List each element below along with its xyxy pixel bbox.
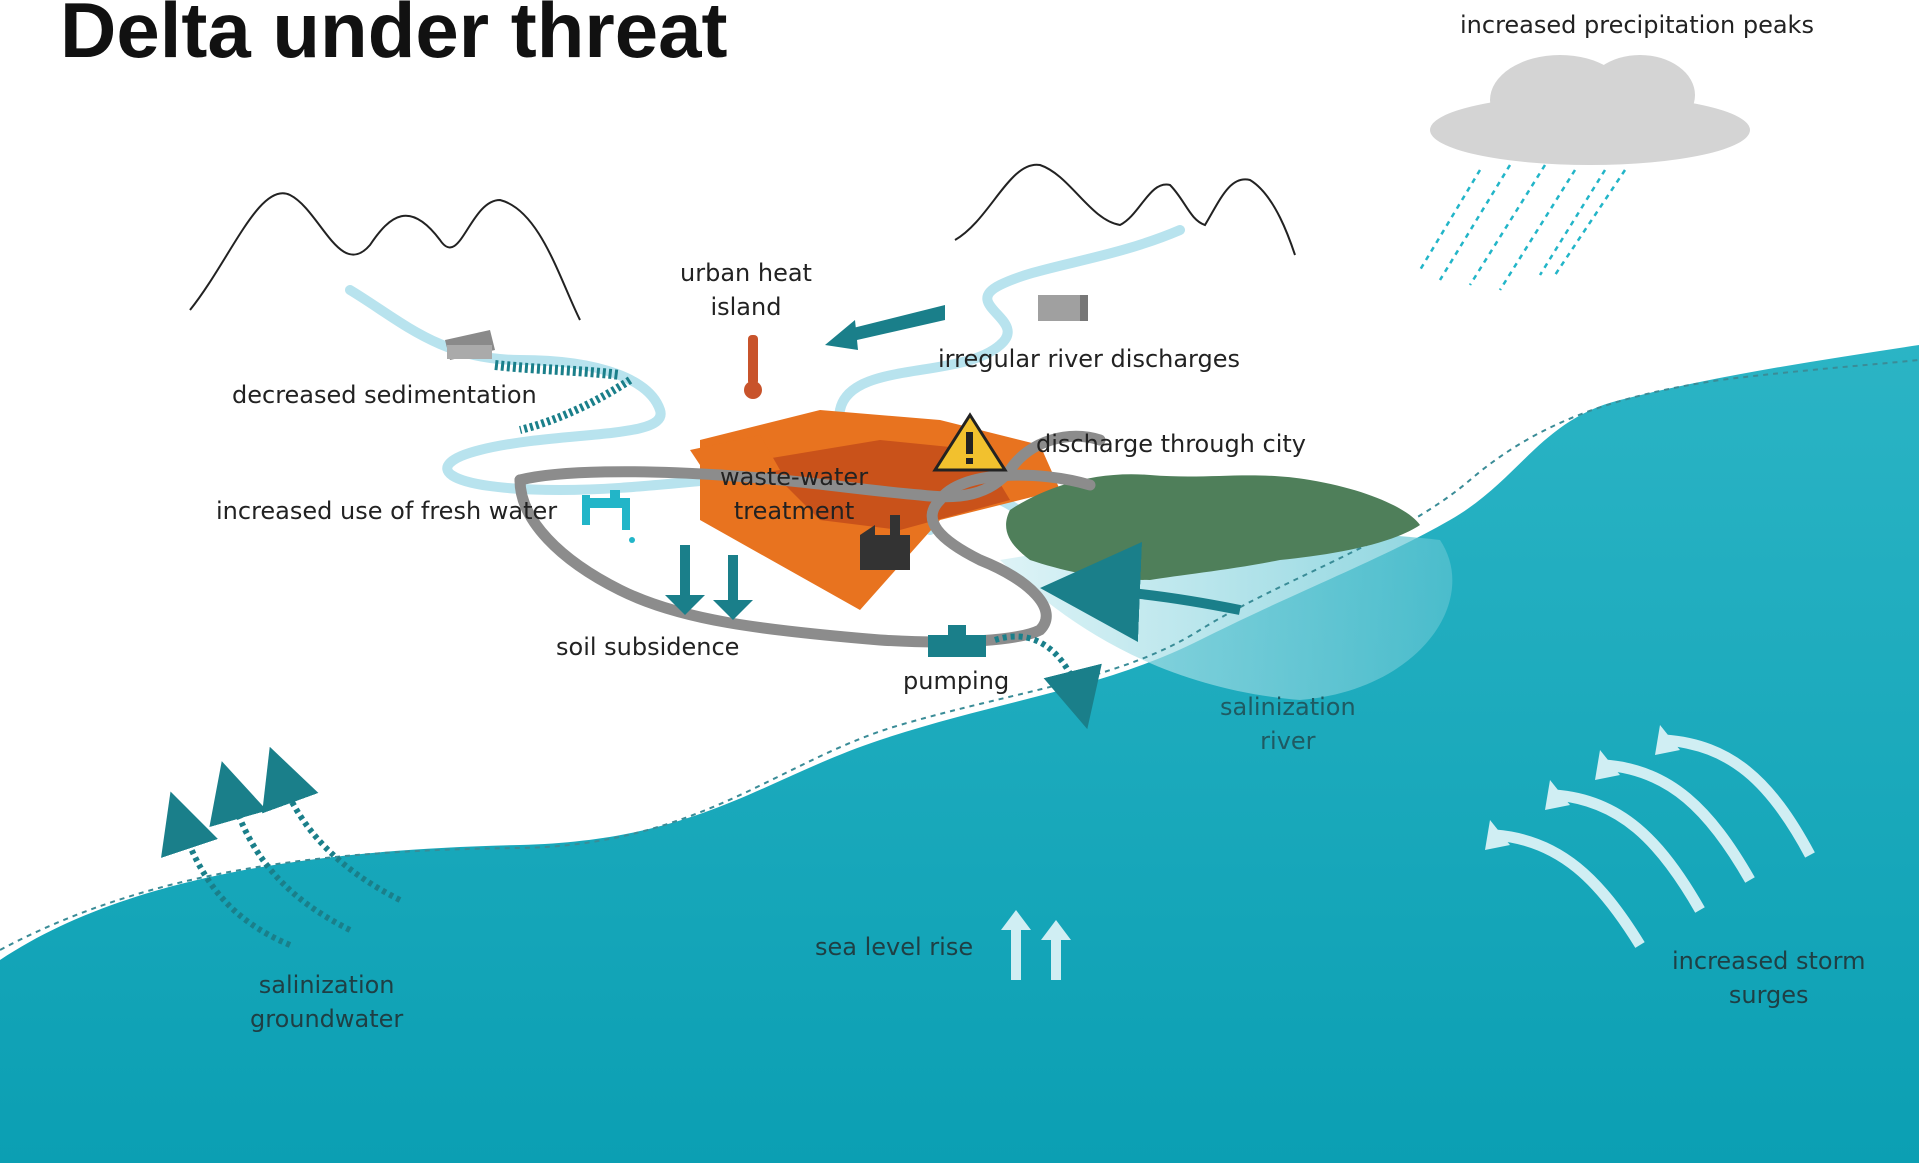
page-title: Delta under threat	[60, 0, 728, 74]
salinization-river-arrow	[1040, 542, 1241, 642]
label-fresh-water: increased use of fresh water	[216, 497, 558, 525]
label-sea-level-rise: sea level rise	[815, 933, 974, 961]
pumping-station-icon	[928, 625, 986, 657]
cloud-icon	[1430, 55, 1750, 165]
mountains-left	[189, 192, 581, 321]
label-salinization-river-line2: river	[1260, 727, 1316, 755]
label-storm-surges: increased storm surges	[1672, 944, 1865, 1012]
pumping-arrow	[994, 633, 1102, 730]
coastline-dashed	[0, 359, 1919, 951]
label-urban-heat-line2: island	[710, 293, 782, 321]
label-urban-heat-line1: urban heat	[680, 259, 812, 287]
label-irregular-discharges: irregular river discharges	[938, 345, 1241, 373]
sediment-arrow	[494, 360, 621, 380]
storm-surge-heads	[1485, 725, 1680, 850]
label-discharge-city: discharge through city	[1036, 430, 1306, 458]
label-precipitation: increased precipitation peaks	[1460, 11, 1814, 39]
mountains-right	[954, 163, 1296, 256]
dam-left-icon	[445, 330, 495, 360]
sea-level-rise-arrows-icon	[1001, 910, 1071, 980]
label-urban-heat: urban heat island	[680, 256, 812, 324]
rain-icon	[1418, 164, 1627, 291]
thermometer-icon	[744, 335, 762, 399]
label-waste-water-line1: waste-water	[720, 463, 869, 491]
label-salinization-gw-line2: groundwater	[250, 1005, 404, 1033]
label-storm-surges-line2: surges	[1728, 981, 1809, 1009]
sediment-arrow-lower	[519, 376, 633, 434]
label-storm-surges-line1: increased storm	[1672, 947, 1866, 975]
label-waste-water: waste-water treatment	[720, 460, 868, 528]
label-waste-water-line2: treatment	[733, 497, 855, 525]
label-salinization-river-line1: salinization	[1220, 693, 1356, 721]
warning-icon	[932, 412, 1008, 472]
road-upper	[514, 430, 1106, 503]
city-area-top	[690, 435, 780, 480]
label-salinization-river: salinization river	[1220, 690, 1356, 758]
dam-right-icon	[1038, 295, 1088, 321]
label-decreased-sedimentation: decreased sedimentation	[232, 381, 537, 409]
factory-icon	[860, 515, 910, 570]
subsidence-arrows-icon	[665, 545, 753, 620]
label-salinization-groundwater: salinization groundwater	[250, 968, 403, 1036]
discharge-arrow-icon	[835, 305, 945, 345]
label-pumping: pumping	[903, 667, 1010, 695]
storm-surge-arrows-icon	[1494, 734, 1815, 948]
tap-icon	[582, 490, 635, 543]
label-salinization-gw-line1: salinization	[258, 971, 395, 999]
label-soil-subsidence: soil subsidence	[556, 633, 740, 661]
